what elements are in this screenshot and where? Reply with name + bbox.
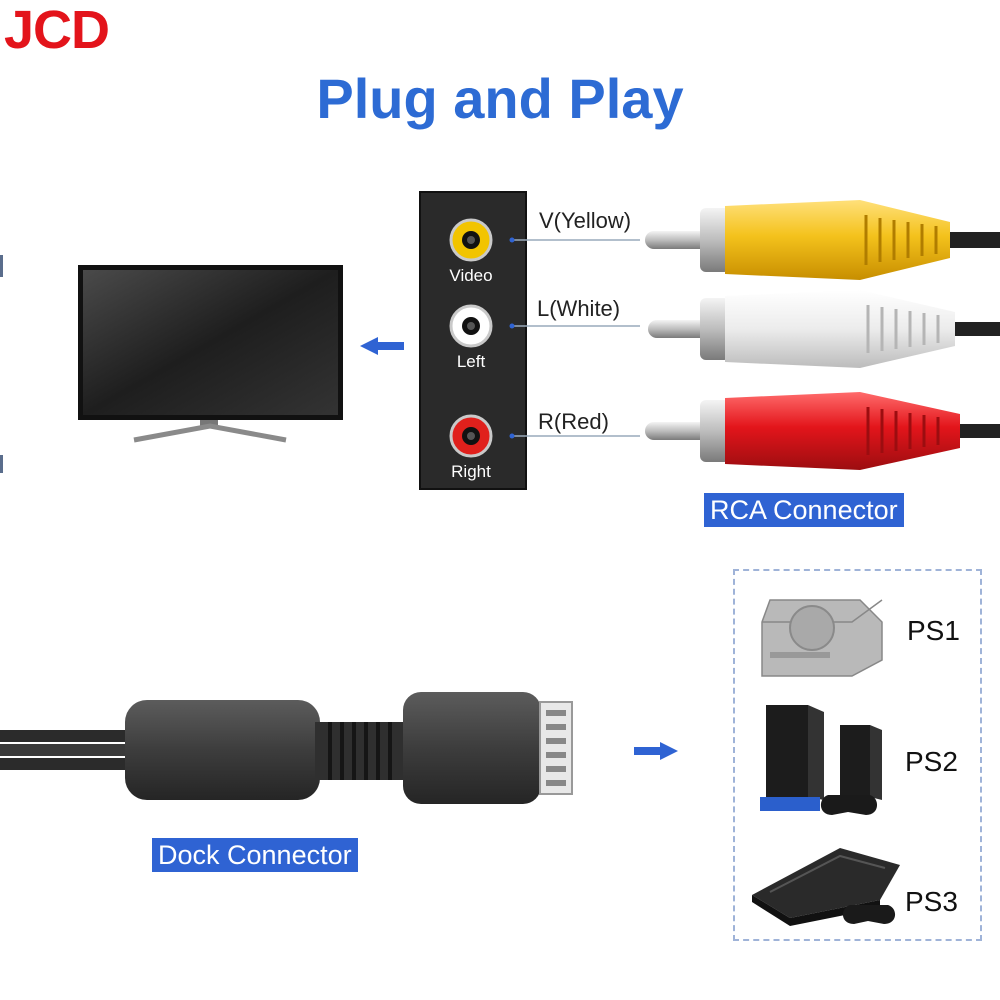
ps1-console-icon [761, 599, 883, 677]
video-port-label: Video [449, 266, 493, 285]
dock-connector-label: Dock Connector [152, 838, 358, 872]
rca-plug-white [648, 290, 1000, 368]
ps1-label: PS1 [907, 615, 960, 646]
arrow-right-icon [634, 742, 678, 760]
cable-label-white: L(White) [537, 296, 621, 321]
arrow-left-icon [360, 337, 404, 355]
dock-connector-plug [0, 692, 573, 804]
ps3-label: PS3 [905, 886, 958, 917]
rca-plug-yellow [645, 200, 1000, 280]
edge-mark [0, 455, 3, 473]
left-port-label: Left [456, 352, 486, 371]
page-title: Plug and Play [316, 67, 684, 130]
cable-label-red: R(Red) [538, 409, 609, 434]
video-port-icon [449, 218, 493, 262]
ps2-label: PS2 [905, 746, 958, 777]
rca-connector-label: RCA Connector [704, 493, 904, 527]
right-port-label: Right [451, 462, 491, 481]
cable-label-yellow: V(Yellow) [539, 208, 632, 233]
leader-lines [509, 237, 640, 439]
ps3-console-icon [752, 848, 900, 926]
rca-plug-red [645, 392, 1000, 470]
ps2-console-icon [760, 705, 882, 815]
left-audio-port-icon [449, 304, 493, 348]
edge-mark [0, 255, 3, 277]
brand-logo: JCD [4, 0, 110, 60]
console-compatibility-box [733, 569, 982, 941]
tv-icon [78, 265, 343, 443]
right-audio-port-icon [449, 414, 493, 458]
